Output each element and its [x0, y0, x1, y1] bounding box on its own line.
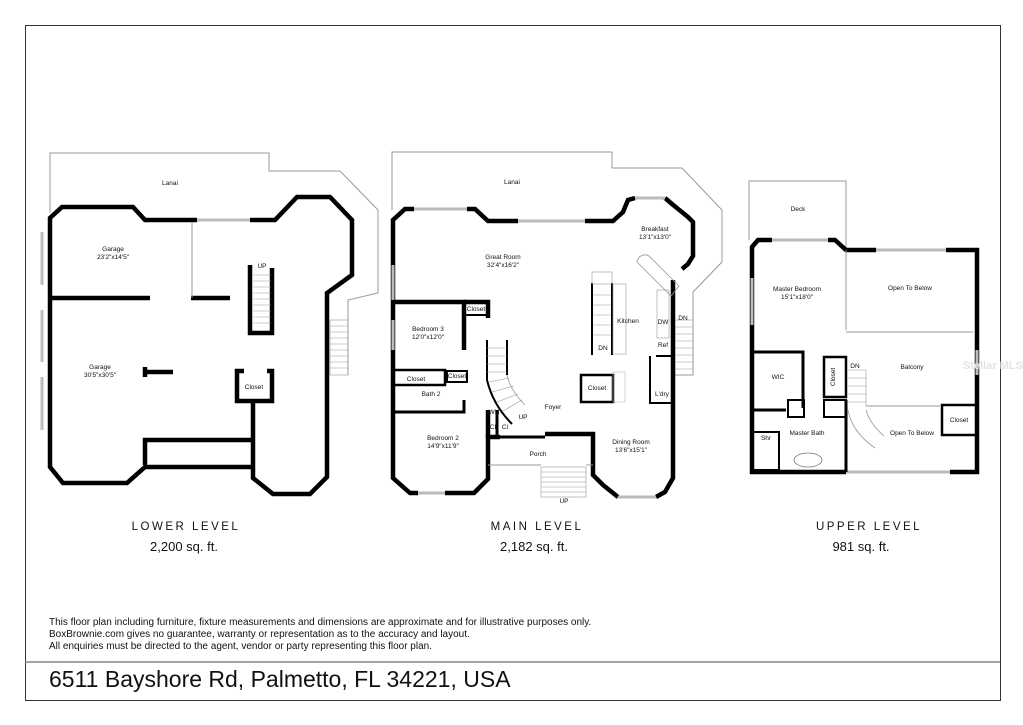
- west-exterior-wall: [390, 206, 418, 496]
- room-label-porch: Porch: [530, 451, 547, 458]
- room-label-wic: WIC: [772, 374, 785, 381]
- room-label-closet: Closet: [467, 306, 486, 313]
- room-label-closet: Closet: [407, 376, 426, 383]
- room-label-master-bedroom: Master Bedroom: [773, 286, 821, 293]
- room-label-garage: Garage: [102, 246, 124, 253]
- exterior-stairs: [329, 319, 349, 376]
- garage-exterior-wall: [47, 204, 252, 486]
- property-address: 6511 Bayshore Rd, Palmetto, FL 34221, US…: [49, 666, 511, 692]
- lower-level-plan: Lanai Garage 23'2"x14'5" Garage 30'5"x30…: [40, 152, 379, 554]
- room-label-laundry: L'dry: [655, 391, 670, 398]
- room-dims-bedroom-3: 12'0"x12'0": [412, 334, 445, 341]
- porch-stairs: [540, 466, 587, 498]
- room-label-bath-2: Bath 2: [422, 391, 441, 398]
- level-name: LOWER LEVEL: [132, 521, 241, 533]
- main-staircase: [486, 340, 526, 425]
- disclaimer: This floor plan including furniture, fix…: [49, 617, 591, 653]
- room-label-great-room: Great Room: [485, 254, 520, 261]
- level-area: 981 sq. ft.: [832, 539, 889, 554]
- room-label-closet: Closet: [588, 385, 607, 392]
- room-label-foyer: Foyer: [545, 404, 562, 411]
- disclaimer-line: All enquiries must be directed to the ag…: [49, 641, 432, 652]
- stair-up-label: UP: [518, 414, 527, 421]
- master-exterior-wall: [749, 237, 846, 475]
- room-label-water-heater: WH: [489, 409, 500, 416]
- stair-down-label: DN: [678, 315, 688, 322]
- room-dims-great-room: 32'4"x16'2": [487, 262, 520, 269]
- room-label-lanai: Lanai: [504, 179, 520, 186]
- sheet-border: [25, 25, 1001, 701]
- room-label-bedroom-2: Bedroom 2: [427, 435, 459, 442]
- room-label-closet: Cl: [490, 424, 497, 431]
- deck-outline: [748, 180, 847, 250]
- dishwasher-label: DW: [658, 319, 670, 326]
- room-dims-bedroom-2: 14'9"x11'9": [427, 443, 459, 450]
- main-level-plan: Kitchen Lanai Great Room 32'4"x16'2" Bre…: [390, 151, 723, 554]
- level-name: MAIN LEVEL: [491, 521, 584, 533]
- room-label-dining-room: Dining Room: [612, 439, 650, 446]
- kitchen-island: [636, 254, 680, 297]
- upper-level-plan: Deck Master Bedroom 15'1"x18'0" Open To …: [748, 180, 980, 554]
- room-label-closet: Closet: [245, 384, 264, 391]
- level-area: 2,182 sq. ft.: [500, 539, 568, 554]
- disclaimer-line: This floor plan including furniture, fix…: [49, 617, 592, 628]
- east-exterior-wall: [250, 194, 355, 497]
- stair-down-label: DN: [598, 345, 608, 352]
- room-dims-garage: 23'2"x14'5": [97, 254, 130, 261]
- room-label-bedroom-3: Bedroom 3: [412, 326, 444, 333]
- upper-staircase: [847, 369, 885, 449]
- room-label-lanai: Lanai: [162, 180, 178, 187]
- room-label-closet: Closet: [950, 417, 969, 424]
- stair-down-label: DN: [850, 363, 860, 370]
- room-dims-master-bedroom: 15'1"x18'0": [781, 294, 814, 301]
- room-label-deck: Deck: [791, 206, 807, 213]
- level-name: UPPER LEVEL: [816, 521, 922, 533]
- exterior-stairs: [672, 319, 694, 376]
- room-label-shower: Shr: [761, 435, 772, 442]
- room-label-kitchen: Kitchen: [617, 318, 639, 325]
- room-label-open-to-below: Open To Below: [890, 430, 934, 437]
- room-dims-garage-2: 30'5"x30'5": [84, 372, 117, 379]
- level-area: 2,200 sq. ft.: [150, 539, 218, 554]
- lanai-outline: [49, 152, 379, 375]
- room-label-closet: Closet: [448, 373, 467, 380]
- interior-stairs: [253, 274, 271, 324]
- room-label-breakfast: Breakfast: [641, 226, 669, 233]
- disclaimer-line: BoxBrownie.com gives no guarantee, warra…: [49, 629, 470, 640]
- room-label-master-bath: Master Bath: [789, 430, 824, 437]
- bathtub: [793, 452, 823, 468]
- room-label-garage-2: Garage: [89, 364, 111, 371]
- room-dims-dining-room: 13'6"x15'1": [615, 447, 648, 454]
- room-label-closet: Cl: [502, 424, 509, 431]
- room-label-balcony: Balcony: [900, 364, 924, 371]
- room-dims-breakfast: 13'1"x13'0": [639, 234, 672, 241]
- watermark: Stellar MLS: [963, 360, 1023, 372]
- room-label-open-to-below: Open To Below: [888, 285, 932, 292]
- room-label-closet: Closet: [830, 368, 837, 387]
- fridge-label: Ref: [658, 342, 668, 349]
- stair-up-label: UP: [559, 498, 568, 505]
- stair-up-label: UP: [257, 263, 266, 270]
